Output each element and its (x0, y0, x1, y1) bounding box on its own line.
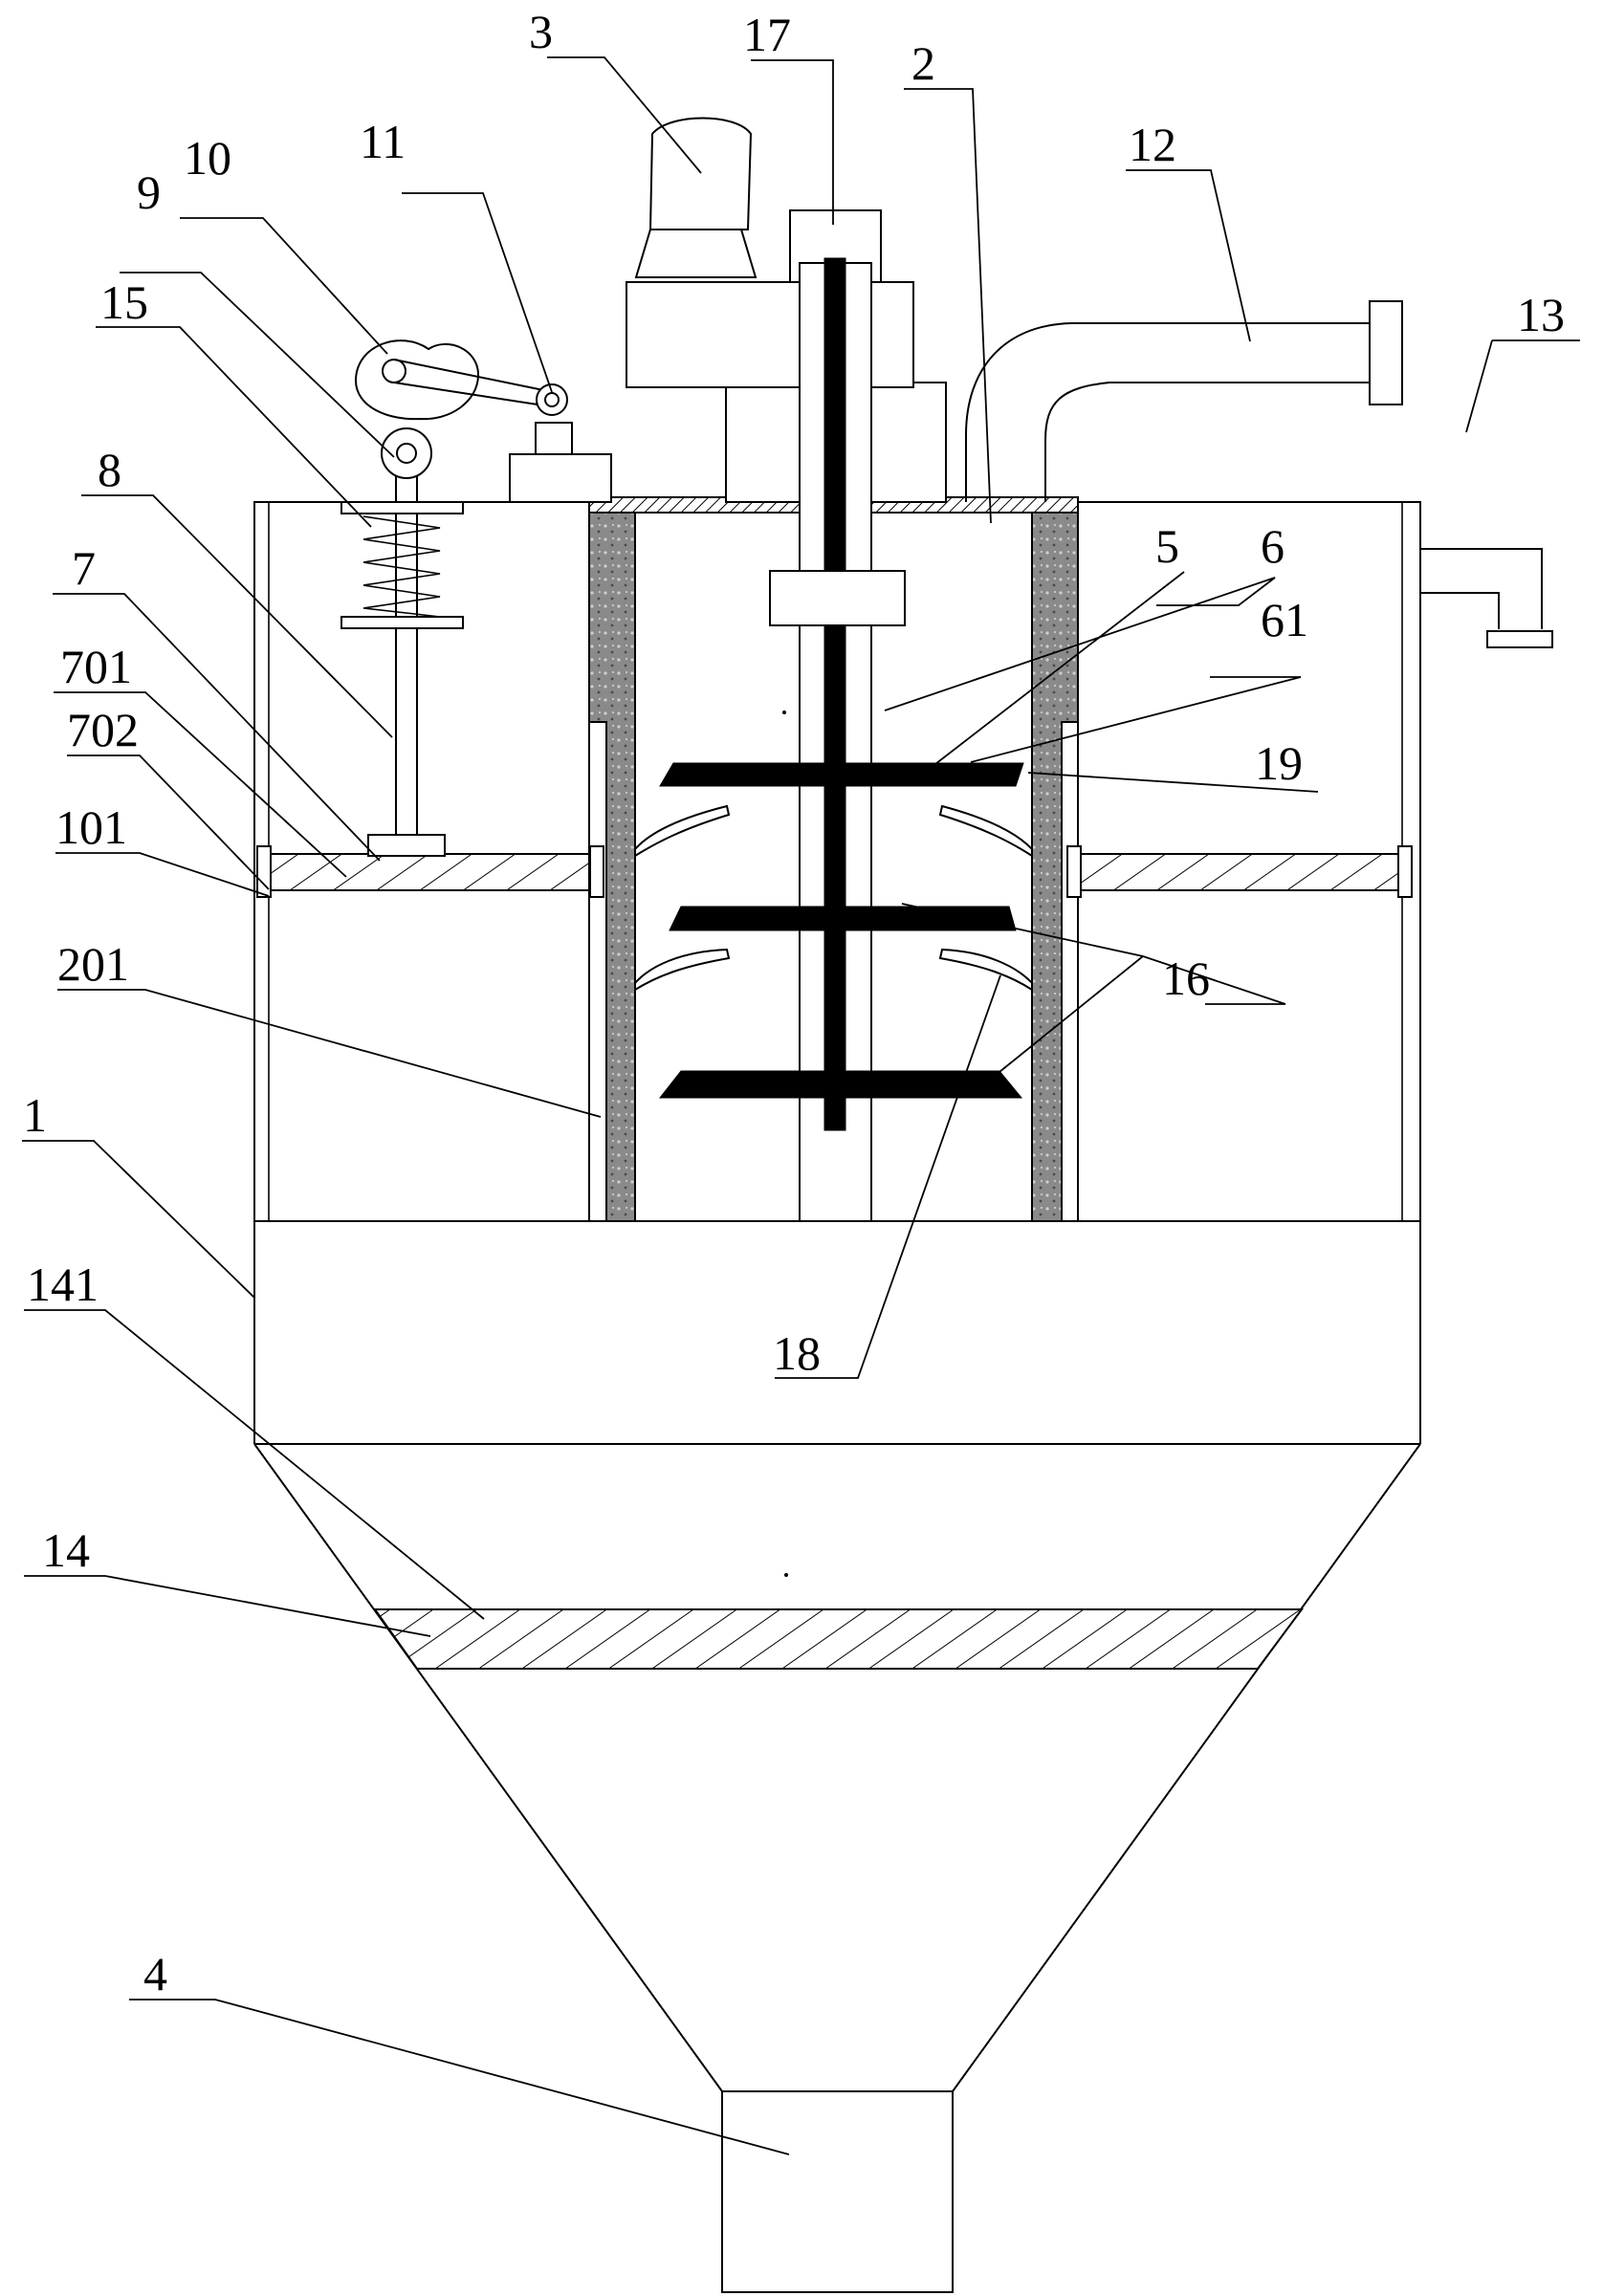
label-19: 19 (1255, 736, 1303, 790)
exhaust-pipe (965, 300, 1403, 502)
label-9: 9 (137, 165, 161, 219)
leader-lines (22, 56, 1580, 2155)
label-3: 3 (529, 5, 553, 58)
stirrer (634, 257, 1033, 1222)
label-12: 12 (1129, 118, 1176, 171)
vibration-mechanism (340, 339, 612, 857)
label-18: 18 (773, 1326, 821, 1380)
label-1: 1 (23, 1088, 47, 1142)
dot-mark (784, 1573, 788, 1577)
label-2: 2 (911, 36, 935, 90)
label-7: 7 (72, 541, 96, 595)
dot-mark (782, 711, 786, 714)
label-101: 101 (55, 800, 127, 854)
label-13: 13 (1517, 288, 1565, 341)
label-14: 14 (42, 1523, 90, 1577)
side-outlet (1420, 548, 1553, 648)
label-8: 8 (98, 443, 121, 496)
side-filters (256, 845, 1413, 898)
label-10: 10 (184, 131, 231, 185)
label-5: 5 (1155, 519, 1179, 573)
label-11: 11 (360, 115, 406, 168)
label-141: 141 (27, 1257, 99, 1311)
label-701: 701 (60, 640, 132, 693)
label-201: 201 (57, 937, 129, 991)
label-17: 17 (743, 8, 791, 61)
conical-hopper (253, 1443, 1421, 2293)
label-16: 16 (1162, 951, 1210, 1005)
reference-labels: 3 17 2 12 13 10 11 9 15 8 7 701 702 101 … (23, 5, 1565, 2001)
label-702: 702 (67, 703, 139, 756)
label-61: 61 (1261, 593, 1308, 646)
label-4: 4 (143, 1947, 167, 2001)
label-6: 6 (1261, 519, 1285, 573)
drive-assembly (626, 117, 947, 503)
label-15: 15 (100, 275, 148, 329)
